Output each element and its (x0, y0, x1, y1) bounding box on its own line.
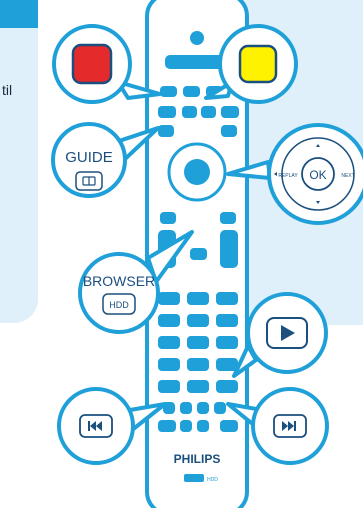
remote-brand: PHILIPS (174, 452, 221, 466)
remote-key (158, 106, 176, 118)
remote-key (160, 212, 176, 224)
replay-label: REPLAY (278, 173, 298, 179)
remote-key (220, 212, 236, 224)
callout-browser (80, 254, 158, 332)
remote-key (221, 106, 239, 118)
remote-ok-key (184, 159, 210, 185)
remote-sub-logo-text: HDD (207, 477, 218, 483)
remote-key (221, 125, 237, 137)
browser-label: BROWSER (83, 273, 155, 289)
red-key-button (73, 45, 111, 83)
remote-key (183, 86, 200, 97)
next-label: NEXT (341, 173, 354, 179)
remote-key (160, 86, 177, 97)
ok-label: OK (309, 168, 326, 182)
guide-label: GUIDE (65, 149, 113, 166)
yellow-key-button (240, 46, 276, 82)
remote-power-dot (190, 31, 204, 45)
remote-key (201, 106, 216, 118)
remote-key (190, 248, 207, 260)
remote-key (182, 106, 197, 118)
remote-key (220, 230, 238, 268)
remote-key (158, 125, 174, 137)
remote-sub-logo (184, 474, 204, 482)
hdd-label: HDD (109, 300, 129, 310)
